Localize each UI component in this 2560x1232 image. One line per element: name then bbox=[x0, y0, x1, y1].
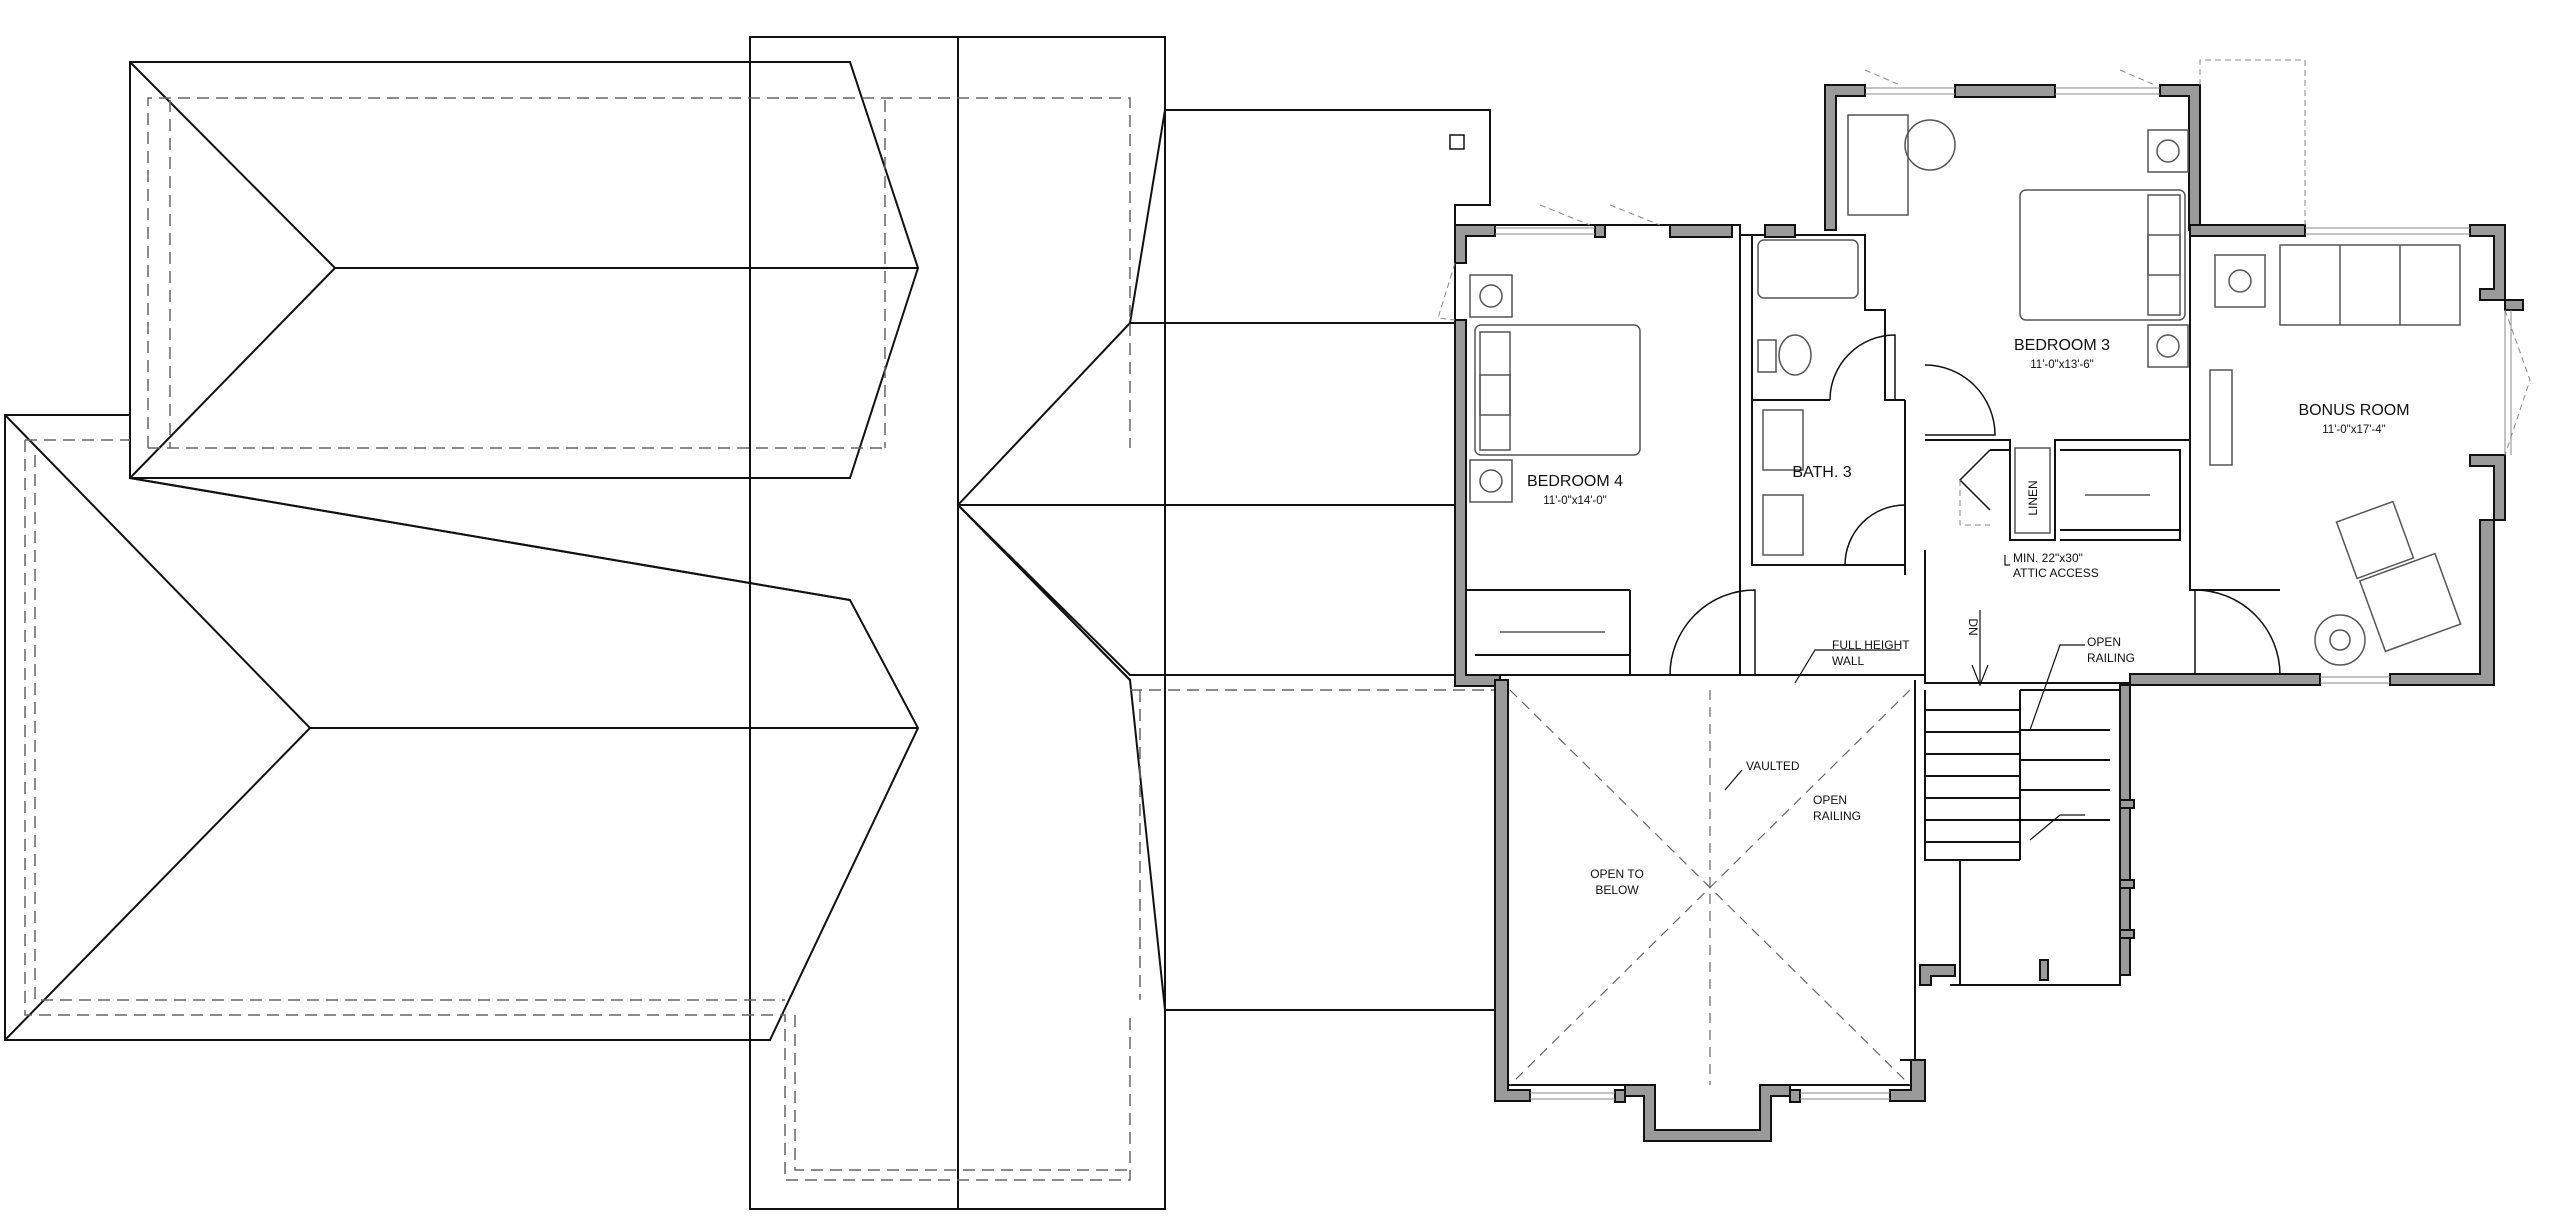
interior-walls bbox=[1460, 224, 2280, 1095]
attic-note-line1: MIN. 22"x30" bbox=[2013, 551, 2083, 565]
open-railing-top-line2: RAILING bbox=[2087, 651, 2135, 665]
door-swings bbox=[1669, 334, 2281, 676]
open-to-below-line2: BELOW bbox=[1595, 883, 1639, 897]
vaulted-ceiling-lines bbox=[1509, 689, 1911, 1086]
labels: BEDROOM 4 11'-0"x14'-0" BEDROOM 3 11'-0"… bbox=[1527, 337, 2410, 897]
bonus-room-dims: 11'-0"x17'-4" bbox=[2322, 424, 2386, 436]
fixtures bbox=[1469, 114, 2462, 666]
open-railing-mid-line1: OPEN bbox=[1813, 793, 1847, 807]
stair-dn-label: DN bbox=[1966, 618, 1980, 635]
attic-note-line2: ATTIC ACCESS bbox=[2013, 566, 2099, 580]
bedroom3-dims: 11'-0"x13'-6" bbox=[2030, 359, 2094, 371]
bedroom4-dims: 11'-0"x14'-0" bbox=[1543, 495, 1607, 507]
open-railing-mid-line2: RAILING bbox=[1813, 809, 1861, 823]
bedroom3-name: BEDROOM 3 bbox=[2014, 337, 2110, 354]
linen-label: LINEN bbox=[2026, 480, 2040, 515]
leader-lines bbox=[1724, 555, 2085, 841]
roof-vent-icon bbox=[1449, 134, 1465, 150]
bedroom4-name: BEDROOM 4 bbox=[1527, 473, 1623, 490]
vaulted-note: VAULTED bbox=[1746, 759, 1800, 773]
full-height-note-line1: FULL HEIGHT bbox=[1832, 638, 1910, 652]
open-railing-top-line1: OPEN bbox=[2087, 635, 2121, 649]
bonus-room-name: BONUS ROOM bbox=[2298, 402, 2409, 419]
roof-upper-left bbox=[129, 61, 920, 479]
roof-plan bbox=[4, 36, 1501, 1210]
roof-overhang-dashes bbox=[24, 97, 1500, 1181]
open-to-below-line1: OPEN TO bbox=[1590, 867, 1644, 881]
roof-right bbox=[956, 109, 1501, 1011]
bath3-name: BATH. 3 bbox=[1792, 464, 1851, 481]
windows bbox=[1495, 87, 2512, 1100]
full-height-note-line2: WALL bbox=[1832, 654, 1865, 668]
roof-lower-left bbox=[4, 414, 920, 1041]
exterior-door-dashes bbox=[1437, 59, 2531, 526]
exterior-walls bbox=[1454, 84, 2524, 1142]
